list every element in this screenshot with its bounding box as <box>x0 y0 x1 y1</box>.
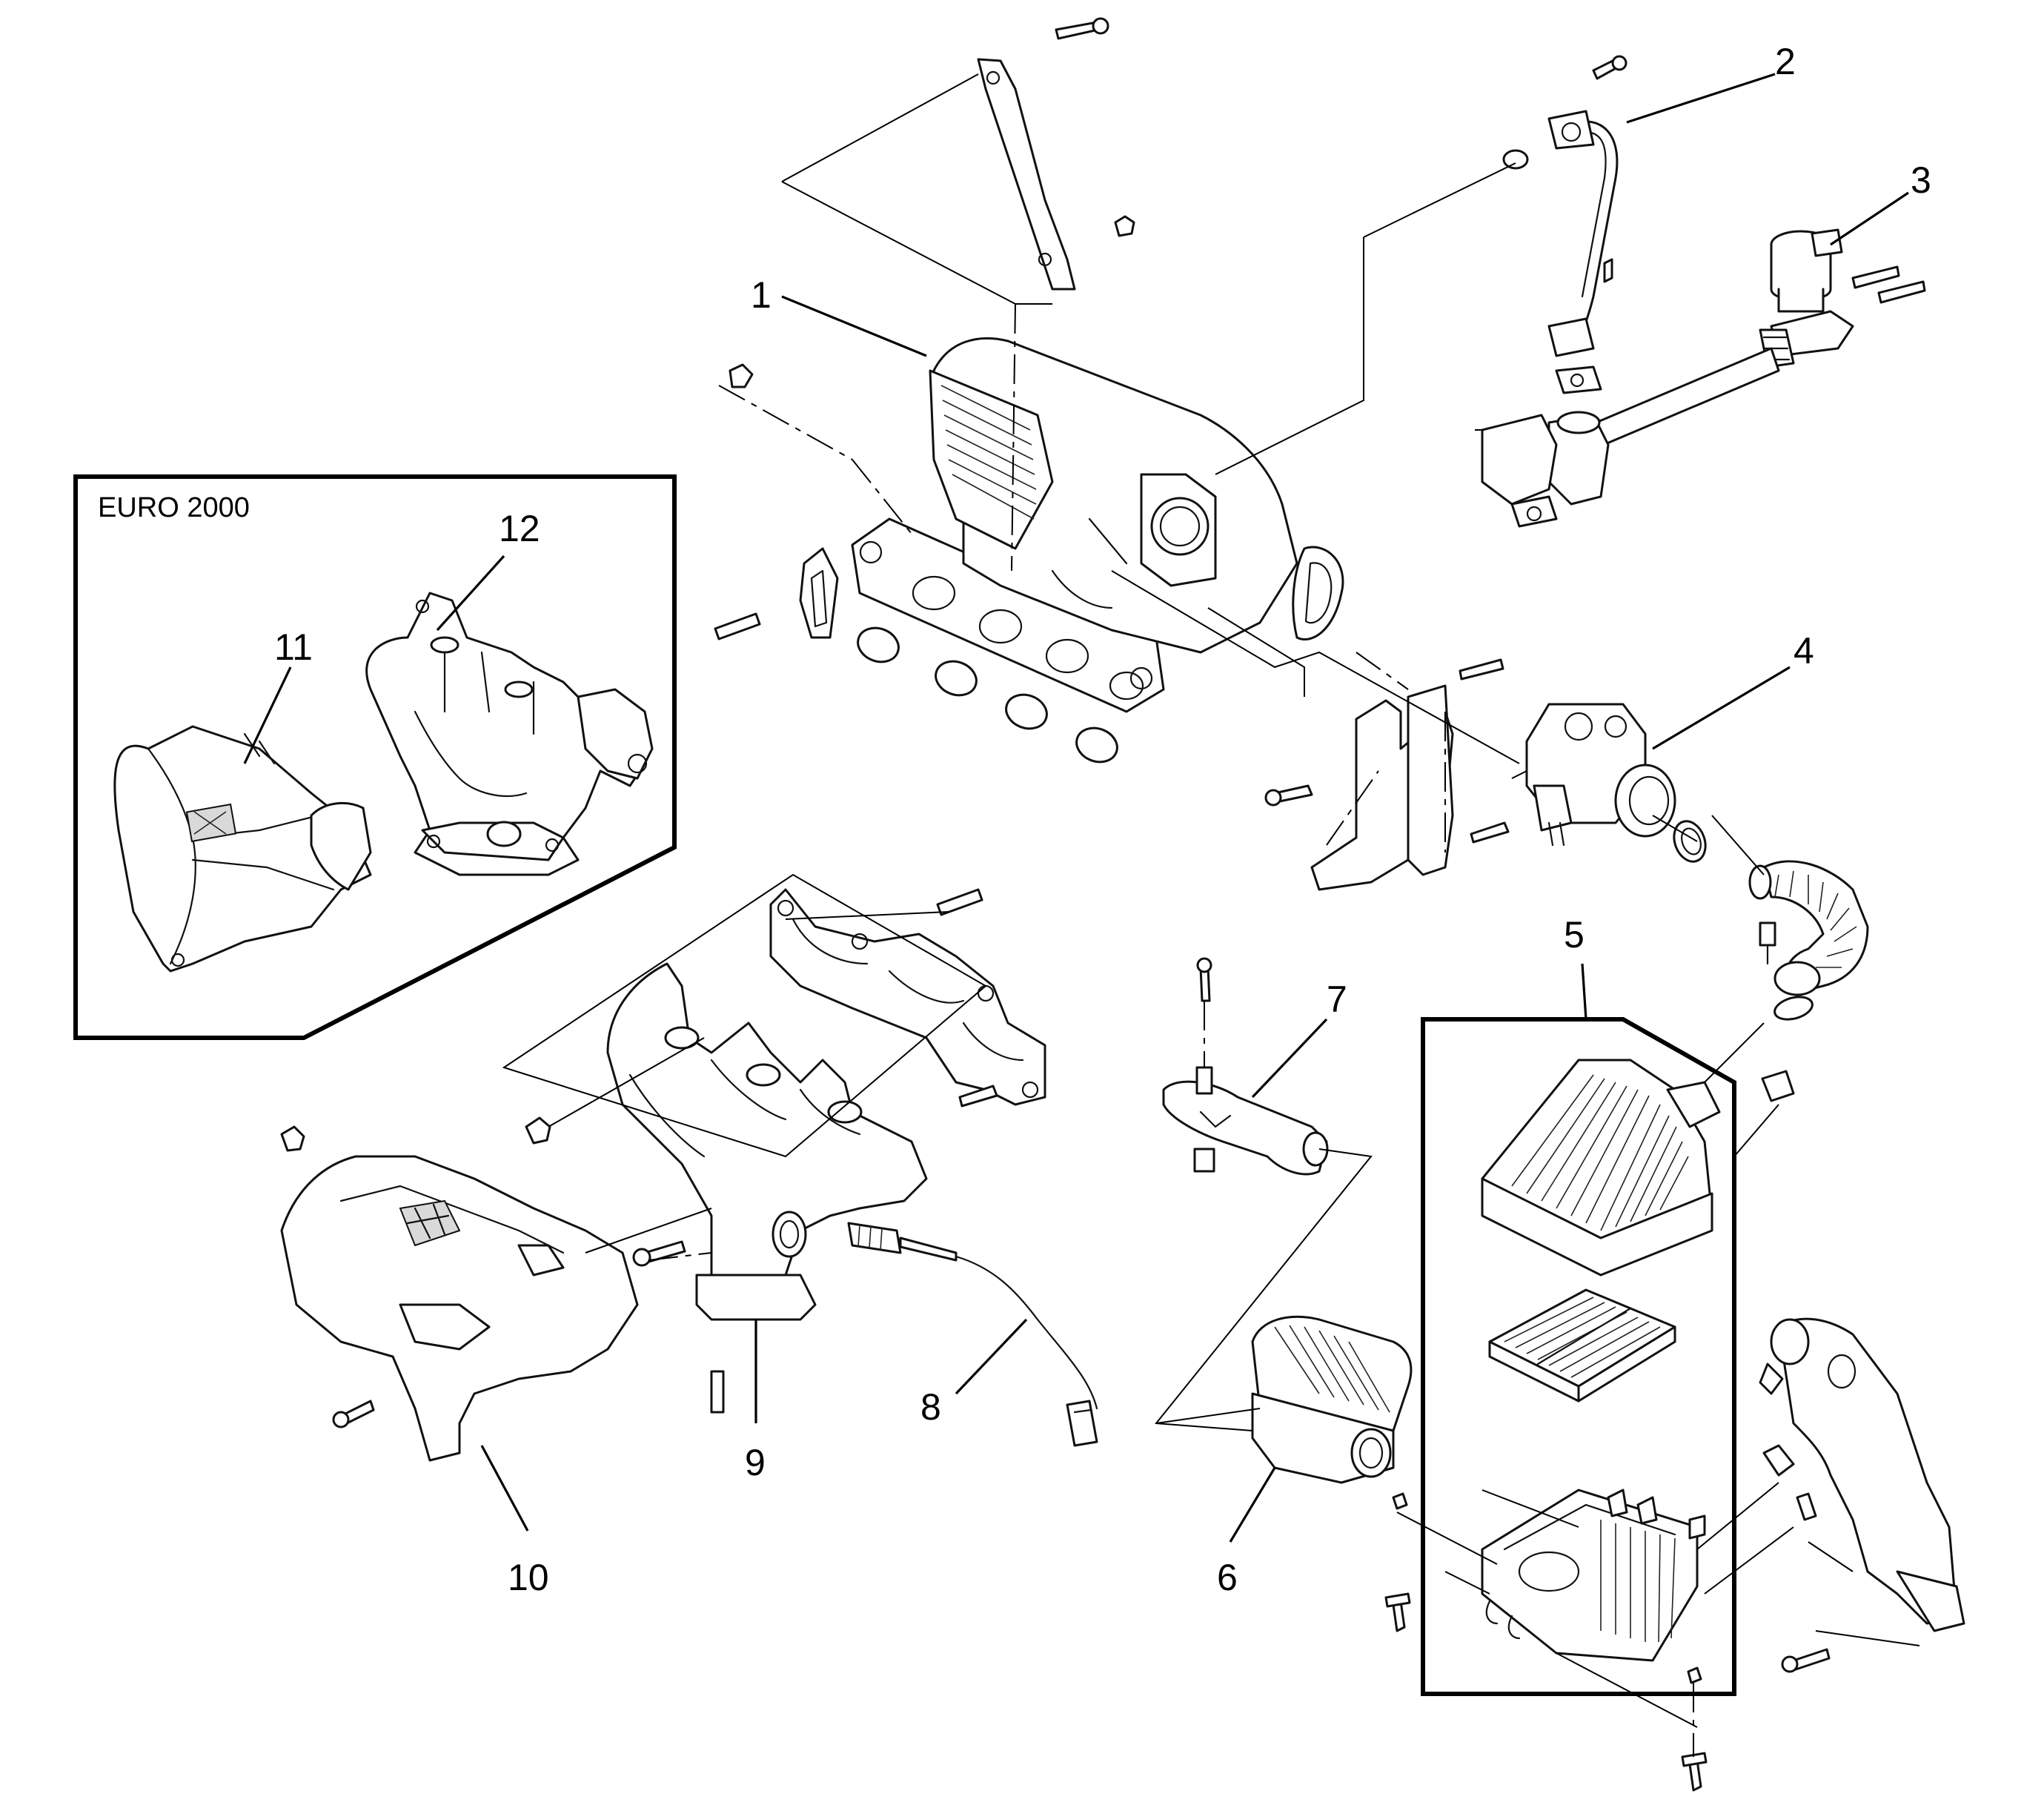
exhaust-manifold-euro-2000 <box>365 592 654 876</box>
leader-1 <box>781 295 927 357</box>
manifold-support-bracket <box>977 17 1135 291</box>
callout-numbers: 1 2 3 4 5 6 7 8 9 10 11 12 <box>274 41 1931 1598</box>
callout-5: 5 <box>1564 914 1585 956</box>
throttle-body <box>1525 703 1707 863</box>
leader-8 <box>955 1318 1028 1395</box>
throttle-body-bracket <box>1264 658 1510 891</box>
leader-6 <box>1229 1467 1276 1543</box>
callout-3: 3 <box>1911 159 1931 201</box>
resonator <box>1251 1315 1413 1484</box>
oxygen-sensor <box>847 1222 1098 1447</box>
egr-valve <box>1481 228 1926 528</box>
leader-10 <box>480 1445 529 1532</box>
callout-9: 9 <box>745 1442 766 1483</box>
callout-6: 6 <box>1217 1557 1238 1598</box>
leader-3 <box>1830 191 1909 246</box>
alignment-lines <box>502 73 1920 1757</box>
callout-8: 8 <box>920 1386 941 1428</box>
callout-12: 12 <box>499 508 540 549</box>
exhaust-manifold <box>525 888 1046 1414</box>
callout-leaders <box>243 73 1909 1543</box>
callout-7: 7 <box>1327 979 1347 1020</box>
callout-11: 11 <box>274 626 313 668</box>
inset-euro-2000: EURO 2000 <box>73 474 677 1040</box>
leader-7 <box>1251 1018 1328 1099</box>
callout-4: 4 <box>1794 630 1814 672</box>
leader-5 <box>1581 963 1587 1020</box>
air-cleaner-assembly <box>1384 1017 1795 1792</box>
callout-1: 1 <box>751 274 772 316</box>
heat-shield-euro-2000 <box>113 725 372 973</box>
leader-11 <box>243 666 292 764</box>
air-outlet-duct <box>1759 1317 1965 1673</box>
callout-2: 2 <box>1775 41 1796 82</box>
air-inlet-snorkel <box>1162 957 1329 1176</box>
intake-manifold <box>714 337 1344 764</box>
leader-4 <box>1652 666 1791 750</box>
heat-shield <box>280 1125 639 1462</box>
intake-hose <box>1748 860 1869 1021</box>
leader-12 <box>436 554 505 632</box>
callout-10: 10 <box>508 1557 549 1598</box>
leader-2 <box>1626 73 1776 124</box>
inset-label: EURO 2000 <box>98 492 250 523</box>
egr-pipe <box>1502 55 1627 394</box>
